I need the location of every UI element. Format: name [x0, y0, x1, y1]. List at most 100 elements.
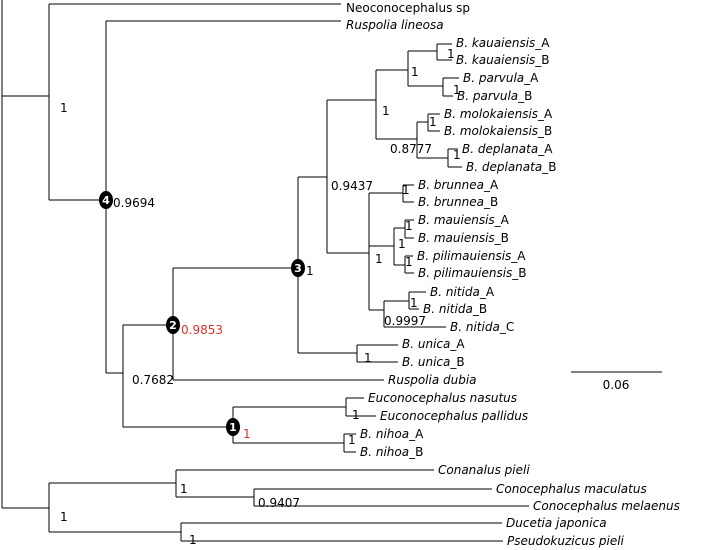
support-mauiensis: 1 — [405, 219, 413, 233]
tip-label-deplanata-a: B. deplanata_A — [462, 142, 553, 156]
tip-species-name: B. pilimauiensis — [418, 266, 512, 280]
tip-suffix: _A — [523, 71, 539, 85]
tip-species-name: B. nihoa — [360, 427, 409, 441]
tip-suffix: _A — [537, 107, 553, 121]
tip-label-mauiensis-a: B. mauiensis_A — [418, 213, 510, 227]
tip-suffix: _A — [449, 337, 465, 351]
tip-label-kauaiensis-b: B. kauaiensis_B — [456, 53, 550, 67]
node-marker-number: 1 — [229, 421, 237, 434]
support-conocephalus-pair: 0.9407 — [258, 496, 300, 510]
support-node-4: 0.9694 — [113, 196, 155, 210]
tip-label-molokaiensis-a: B. molokaiensis_A — [444, 107, 553, 121]
tip-label-kauaiensis-a: B. kauaiensis_A — [456, 36, 550, 50]
tip-species-name: Conocephalus melaenus — [533, 499, 680, 513]
node-marker-1: 1 — [226, 418, 240, 436]
tip-label-euconocephalus-nasutus: Euconocephalus nasutus — [368, 391, 517, 405]
tip-label-molokaiensis-b: B. molokaiensis_B — [444, 124, 552, 138]
tip-label-conocephalus-melaenus: Conocephalus melaenus — [533, 499, 680, 513]
tip-suffix: _B — [537, 124, 552, 138]
support-outgroup-split: 1 — [60, 101, 68, 115]
tip-label-brunnea-b: B. brunnea_B — [418, 195, 498, 209]
support-upper-clade: 0.9437 — [331, 179, 373, 193]
tip-label-nihoa-a: B. nihoa_A — [360, 427, 424, 441]
tip-label-conanalus-pieli: Conanalus pieli — [438, 463, 530, 477]
tip-suffix: _B — [472, 302, 487, 316]
tip-suffix: _B — [483, 195, 498, 209]
support-lower-clade: 1 — [60, 510, 68, 524]
tip-suffix: _A — [534, 36, 550, 50]
scale-bar-label: 0.06 — [603, 378, 630, 392]
support-ducetia-pseudokuzicus: 1 — [189, 533, 197, 547]
tip-suffix: _B — [534, 53, 549, 67]
tip-species-name: B. molokaiensis — [444, 124, 538, 138]
support-euconocephalus: 1 — [352, 408, 360, 422]
node-marker-number: 3 — [294, 262, 302, 275]
tip-label-parvula-a: B. parvula_A — [463, 71, 539, 85]
support-parvula: 1 — [453, 83, 461, 97]
scale-bar: 0.06 — [571, 371, 662, 392]
tip-label-conocephalus-maculatus: Conocephalus maculatus — [496, 482, 647, 496]
support-nitida-ab: 1 — [410, 296, 418, 310]
tip-label-nihoa-b: B. nihoa_B — [360, 445, 423, 459]
node-marker-badge — [166, 316, 180, 334]
tip-label-pseudokuzicus-pieli: Pseudokuzicus pieli — [507, 534, 625, 548]
tip-label-parvula-b: B. parvula_B — [457, 89, 532, 103]
node-marker-badge — [291, 259, 305, 277]
tip-species-name: Euconocephalus pallidus — [380, 409, 528, 423]
tip-species-name: B. unica — [402, 355, 450, 369]
support-node-3: 1 — [306, 264, 314, 278]
tip-species-name: Euconocephalus nasutus — [368, 391, 517, 405]
tip-species-name: B. deplanata — [462, 142, 538, 156]
tip-label-nitida-b: B. nitida_B — [423, 302, 487, 316]
tip-label-neoconocephalus: Neoconocephalus sp — [346, 1, 470, 15]
tip-species-name: B. unica — [402, 337, 450, 351]
tip-label-mauiensis-b: B. mauiensis_B — [418, 231, 509, 245]
tip-species-name: B. parvula — [457, 89, 518, 103]
tip-label-brunnea-a: B. brunnea_A — [418, 178, 499, 192]
node-marker-4: 4 — [99, 191, 113, 209]
tip-species-name: Ducetia japonica — [506, 516, 607, 530]
node-marker-number: 4 — [102, 194, 110, 207]
tip-suffix: _A — [408, 427, 424, 441]
tip-suffix: Neoconocephalus sp — [346, 1, 470, 15]
tip-suffix: _B — [494, 231, 509, 245]
tip-species-name: B. nitida — [450, 320, 500, 334]
tip-species-name: B. kauaiensis — [456, 53, 535, 67]
tip-label-pilimauiensis-b: B. pilimauiensis_B — [418, 266, 527, 280]
support-maui-pili: 1 — [398, 237, 406, 251]
tip-species-name: Conanalus pieli — [438, 463, 530, 477]
tip-label-deplanata-b: B. deplanata_B — [466, 160, 556, 174]
tip-suffix: _B — [511, 266, 526, 280]
tip-species-name: B. nihoa — [360, 445, 409, 459]
support-node-5: 0.7682 — [132, 373, 174, 387]
tip-label-nitida-a: B. nitida_A — [430, 285, 495, 299]
tip-suffix: _A — [510, 249, 526, 263]
node-marker-badge — [226, 418, 240, 436]
node-marker-2: 2 — [166, 316, 180, 334]
tip-label-ruspolia-lineosa: Ruspolia lineosa — [346, 18, 444, 32]
tip-species-name: B. molokaiensis — [444, 107, 538, 121]
tip-species-name: B. nitida — [430, 285, 480, 299]
support-kauaiensis-parvula: 1 — [411, 65, 419, 79]
node-marker-number: 2 — [169, 319, 177, 332]
node-marker-badge — [99, 191, 113, 209]
support-deplanata: 1 — [453, 148, 461, 162]
tip-species-name: B. deplanata — [466, 160, 542, 174]
tip-species-name: B. mauiensis — [418, 231, 495, 245]
tip-species-name: B. brunnea — [418, 178, 484, 192]
tip-suffix: _C — [499, 320, 514, 334]
tip-suffix: _A — [483, 178, 499, 192]
tip-species-name: B. kauaiensis — [456, 36, 535, 50]
support-node-2: 0.9853 — [181, 323, 223, 337]
tip-species-name: Ruspolia lineosa — [346, 18, 444, 32]
tip-species-name: B. nitida — [423, 302, 473, 316]
tip-suffix: _B — [449, 355, 464, 369]
tip-species-name: Ruspolia dubia — [388, 373, 477, 387]
tip-species-name: Pseudokuzicus pieli — [507, 534, 625, 548]
tip-suffix: _B — [517, 89, 532, 103]
support-molo-deplanata: 0.8777 — [390, 142, 432, 156]
tip-suffix: _A — [494, 213, 510, 227]
support-pilimauiensis: 1 — [405, 255, 413, 269]
support-brunnea: 1 — [402, 183, 410, 197]
tip-species-name: B. brunnea — [418, 195, 484, 209]
